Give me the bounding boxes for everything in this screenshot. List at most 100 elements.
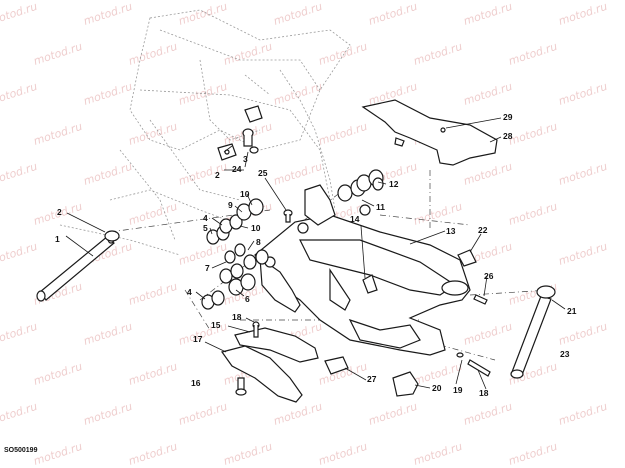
chain-slider — [221, 321, 319, 403]
watermark-text: motod.ru — [127, 280, 179, 308]
watermark-text: motod.ru — [82, 320, 134, 348]
square-plate — [457, 249, 477, 267]
watermark-text: motod.ru — [272, 400, 324, 428]
bolt-26 — [473, 294, 488, 305]
watermark-text: motod.ru — [412, 440, 464, 468]
callout-18: 18 — [232, 312, 242, 322]
watermark-text: motod.ru — [462, 320, 514, 348]
callout-1: 1 — [55, 234, 60, 244]
watermark-text: motod.ru — [32, 40, 84, 68]
watermark-text: motod.ru — [317, 40, 369, 68]
callout-20: 20 — [432, 383, 442, 393]
bushing-group-right — [337, 169, 384, 216]
watermark-text: motod.ru — [222, 440, 274, 468]
watermark-text: motod.ru — [0, 400, 39, 428]
watermark-text: motod.ru — [272, 0, 324, 28]
adjuster-pins — [456, 352, 491, 377]
bolt-16 — [235, 377, 247, 396]
watermark-text: motod.ru — [557, 0, 609, 28]
watermark-text: motod.ru — [507, 120, 559, 148]
callout-26: 26 — [484, 271, 494, 281]
callout-15: 15 — [211, 320, 221, 330]
watermark-text: motod.ru — [367, 400, 419, 428]
callout-23: 23 — [560, 349, 570, 359]
watermark-text: motod.ru — [127, 440, 179, 468]
callout-6: 6 — [245, 294, 250, 304]
watermark-text: motod.ru — [557, 80, 609, 108]
watermark-text: motod.ru — [177, 160, 229, 188]
callout-24: 24 — [232, 164, 242, 174]
callout-4: 4 — [203, 213, 208, 223]
bushing-group-left — [201, 198, 269, 310]
callout-5: 5 — [203, 223, 208, 233]
leader-lines — [65, 117, 566, 390]
mounting-plates — [217, 105, 263, 161]
watermark-text: motod.ru — [177, 400, 229, 428]
watermark-text: motod.ru — [557, 320, 609, 348]
watermark-text: motod.ru — [557, 160, 609, 188]
callout-18: 18 — [479, 388, 489, 398]
callout-10: 10 — [240, 189, 250, 199]
callout-27: 27 — [367, 374, 377, 384]
callout-22: 22 — [478, 225, 488, 235]
washer — [104, 230, 120, 242]
small-bolt — [283, 209, 293, 223]
watermark-text: motod.ru — [82, 160, 134, 188]
callout-17: 17 — [193, 334, 203, 344]
watermark-text: motod.ru — [32, 360, 84, 388]
watermark-text: motod.ru — [557, 400, 609, 428]
callout-16: 16 — [191, 378, 201, 388]
callout-8: 8 — [256, 237, 261, 247]
watermark-text: motod.ru — [82, 80, 134, 108]
rubber-pad — [324, 356, 349, 375]
rear-shaft — [510, 285, 556, 379]
watermark-text: motod.ru — [82, 400, 134, 428]
watermark-text: motod.ru — [462, 400, 514, 428]
watermark-text: motod.ru — [32, 120, 84, 148]
watermark-text: motod.ru — [222, 40, 274, 68]
watermark-text: motod.ru — [177, 80, 229, 108]
callout-21: 21 — [567, 306, 577, 316]
callout-2: 2 — [57, 207, 62, 217]
watermark-text: motod.ru — [82, 0, 134, 28]
callout-3: 3 — [243, 154, 248, 164]
callout-4: 4 — [187, 287, 192, 297]
callout-2: 2 — [215, 170, 220, 180]
callout-19: 19 — [453, 385, 463, 395]
callout-29: 29 — [503, 112, 513, 122]
watermark-text: motod.ru — [462, 80, 514, 108]
watermark-text: motod.ru — [177, 320, 229, 348]
watermark-text: motod.ru — [272, 160, 324, 188]
callout-10: 10 — [251, 223, 261, 233]
watermark-text: motod.ru — [127, 360, 179, 388]
callout-11: 11 — [376, 202, 385, 212]
watermark-text: motod.ru — [0, 320, 39, 348]
diagram-code: SO500199 — [4, 447, 38, 454]
watermark-text: motod.ru — [412, 200, 464, 228]
swingarm — [254, 184, 471, 356]
watermark-text: motod.ru — [317, 440, 369, 468]
watermark-text: motod.ru — [462, 0, 514, 28]
watermark-text: motod.ru — [317, 120, 369, 148]
watermark-text: motod.ru — [507, 200, 559, 228]
watermark-text: motod.ru — [557, 240, 609, 268]
watermark-text: motod.ru — [412, 40, 464, 68]
callout-13: 13 — [446, 226, 456, 236]
callout-labels: 1 2 2 3 4 4 5 6 7 8 9 10 10 11 12 13 14 … — [55, 112, 577, 398]
callout-12: 12 — [389, 179, 399, 189]
watermark-text: motod.ru — [0, 0, 39, 28]
callout-28: 28 — [503, 131, 513, 141]
watermark-text: motod.ru — [177, 0, 229, 28]
watermark-text: motod.ru — [507, 440, 559, 468]
chain-guard — [361, 99, 498, 166]
callout-9: 9 — [228, 200, 233, 210]
watermark-text: motod.ru — [462, 160, 514, 188]
adjuster-block — [392, 371, 419, 397]
callout-7: 7 — [205, 263, 210, 273]
callout-14: 14 — [350, 214, 360, 224]
watermark-text: motod.ru — [367, 0, 419, 28]
watermark-text: motod.ru — [127, 40, 179, 68]
watermark-text: motod.ru — [507, 40, 559, 68]
